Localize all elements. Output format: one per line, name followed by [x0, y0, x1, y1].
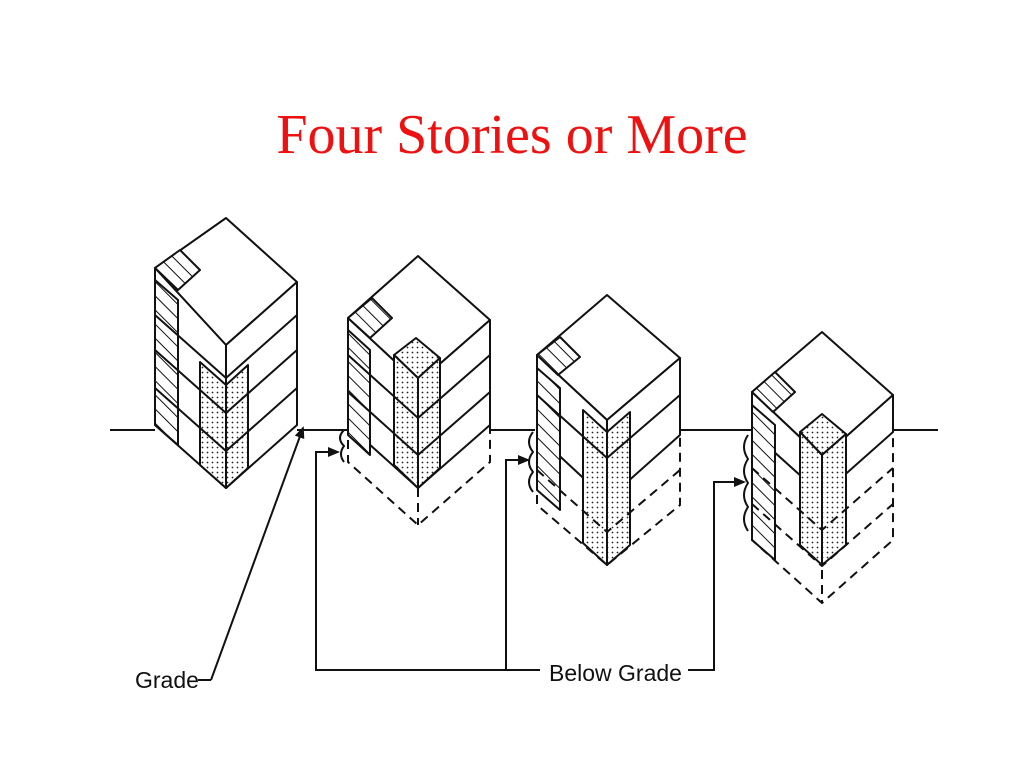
building-3: [528, 294, 681, 566]
building-2: [339, 255, 491, 526]
grade-label: Grade: [135, 667, 199, 693]
below-grade-bracket: [315, 447, 746, 671]
building-1: [154, 217, 298, 489]
slide-title: Four Stories or More: [276, 104, 748, 166]
below-grade-label: Below Grade: [549, 660, 682, 686]
grade-leader: [198, 426, 305, 681]
building-4: [743, 331, 894, 604]
